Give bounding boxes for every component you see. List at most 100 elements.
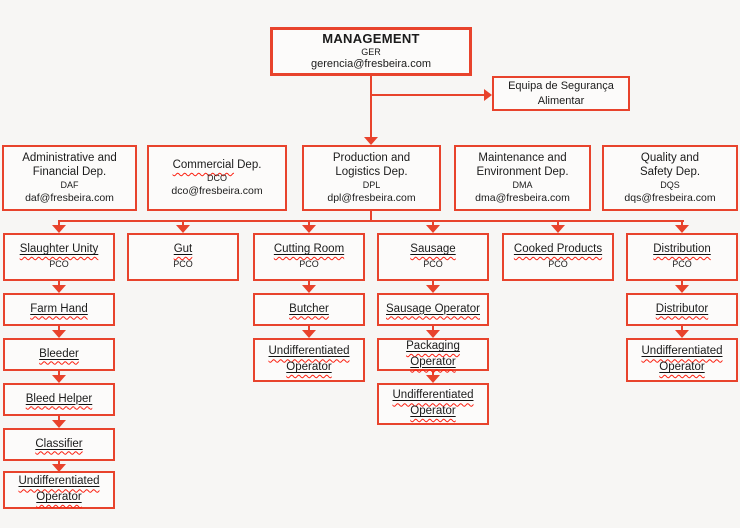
unit-sausage: Sausage PCO xyxy=(377,233,489,281)
arrow-down-icon xyxy=(426,330,440,338)
dept-name: Safety Dep. xyxy=(639,166,701,179)
dept-name: Maintenance and xyxy=(478,152,567,165)
role-label: Undifferentiated Operator xyxy=(268,345,350,373)
connector-drop xyxy=(58,461,60,464)
dept-maintenance-environment: Maintenance and Environment Dep. DMA dma… xyxy=(454,145,591,211)
connector-management-to-safety-team xyxy=(370,94,484,96)
unit-name: Cutting Room xyxy=(273,242,345,255)
role-undifferentiated-operator-slaughter: Undifferentiated Operator xyxy=(3,471,115,509)
arrow-down-icon xyxy=(675,285,689,293)
dept-commercial: Commercial Dep. DCO dco@fresbeira.com xyxy=(147,145,287,211)
connector-units-bus xyxy=(58,220,684,222)
unit-code: PCO xyxy=(173,258,193,269)
arrow-down-icon xyxy=(426,375,440,383)
role-farm-hand: Farm Hand xyxy=(3,293,115,326)
connector-drop xyxy=(58,221,60,226)
role-label: Distributor xyxy=(655,302,709,315)
role-undifferentiated-operator-cutting: Undifferentiated Operator xyxy=(253,338,365,382)
dept-name: Administrative and xyxy=(22,152,117,165)
arrow-down-icon xyxy=(426,285,440,293)
arrow-down-icon xyxy=(675,225,689,233)
safety-team-name-line1: Equipa de Segurança xyxy=(508,80,614,93)
connector-drop xyxy=(432,281,434,285)
dept-code: DAF xyxy=(60,180,79,191)
connector-drop xyxy=(432,371,434,375)
unit-slaughter-unity: Slaughter Unity PCO xyxy=(3,233,115,281)
dept-name: Logistics Dep. xyxy=(335,166,408,179)
role-bleeder: Bleeder xyxy=(3,338,115,371)
connector-drop xyxy=(432,221,434,226)
dept-quality-safety: Quality and Safety Dep. DQS dqs@fresbeir… xyxy=(602,145,738,211)
connector-production-feed xyxy=(370,211,372,221)
dept-name: Production and xyxy=(332,152,411,165)
role-label: Farm Hand xyxy=(30,302,88,315)
safety-team-box: Equipa de Segurança Alimentar xyxy=(492,76,630,111)
arrow-down-icon xyxy=(176,225,190,233)
arrow-down-icon xyxy=(364,137,378,145)
arrow-down-icon xyxy=(302,330,316,338)
arrow-down-icon xyxy=(551,225,565,233)
unit-code: PCO xyxy=(548,258,568,269)
unit-code: PCO xyxy=(672,258,692,269)
dept-email: daf@fresbeira.com xyxy=(25,192,114,205)
connector-drop xyxy=(58,326,60,330)
dept-production-logistics: Production and Logistics Dep. DPL dpl@fr… xyxy=(302,145,441,211)
arrow-down-icon xyxy=(52,285,66,293)
connector-drop xyxy=(58,371,60,375)
unit-name: Distribution xyxy=(653,242,711,255)
dept-administrative-financial: Administrative and Financial Dep. DAF da… xyxy=(2,145,137,211)
role-distributor: Distributor xyxy=(626,293,738,326)
role-label: Undifferentiated Operator xyxy=(641,345,723,373)
unit-code: PCO xyxy=(423,258,443,269)
management-email: gerencia@fresbeira.com xyxy=(311,58,431,71)
connector-drop xyxy=(557,221,559,226)
arrow-down-icon xyxy=(302,285,316,293)
dept-email: dqs@fresbeira.com xyxy=(624,192,716,205)
role-butcher: Butcher xyxy=(253,293,365,326)
connector-drop xyxy=(308,221,310,226)
connector-drop xyxy=(681,221,683,226)
arrow-down-icon xyxy=(52,225,66,233)
unit-name: Sausage xyxy=(410,242,456,255)
arrow-down-icon xyxy=(52,375,66,383)
arrow-down-icon xyxy=(426,225,440,233)
dept-email: dma@fresbeira.com xyxy=(475,192,570,205)
unit-cooked-products: Cooked Products PCO xyxy=(502,233,614,281)
arrow-down-icon xyxy=(52,420,66,428)
connector-drop xyxy=(58,281,60,285)
unit-code: PCO xyxy=(299,258,319,269)
connector-drop xyxy=(182,221,184,226)
management-code: GER xyxy=(361,46,381,57)
management-title: MANAGEMENT xyxy=(322,30,420,46)
role-label: Packaging Operator xyxy=(406,339,460,368)
connector-drop xyxy=(432,326,434,330)
dept-email: dpl@fresbeira.com xyxy=(327,192,416,205)
connector-drop xyxy=(681,326,683,330)
role-label: Bleeder xyxy=(39,347,79,360)
role-classifier: Classifier xyxy=(3,428,115,461)
connector-drop xyxy=(681,281,683,285)
role-packaging-operator: Packaging Operator xyxy=(377,338,489,371)
unit-name: Cooked Products xyxy=(513,242,603,255)
role-label: Classifier xyxy=(35,437,83,450)
dept-name: Financial Dep. xyxy=(32,166,107,179)
connector-management-down xyxy=(370,76,372,137)
role-sausage-operator: Sausage Operator xyxy=(377,293,489,326)
connector-drop xyxy=(58,416,60,420)
role-label: Sausage Operator xyxy=(386,302,480,315)
dept-code: DMA xyxy=(512,180,533,191)
arrow-down-icon xyxy=(302,225,316,233)
safety-team-name-line2: Alimentar xyxy=(537,94,585,107)
dept-code: DPL xyxy=(362,180,381,191)
unit-distribution: Distribution PCO xyxy=(626,233,738,281)
dept-name: Quality and xyxy=(640,152,700,165)
unit-cutting-room: Cutting Room PCO xyxy=(253,233,365,281)
unit-gut: Gut PCO xyxy=(127,233,239,281)
dept-name: Environment Dep. xyxy=(476,166,569,179)
arrow-down-icon xyxy=(52,330,66,338)
dept-email: dco@fresbeira.com xyxy=(171,185,263,198)
dept-name: Commercial Dep. xyxy=(172,159,262,172)
role-bleed-helper: Bleed Helper xyxy=(3,383,115,416)
role-label: Undifferentiated Operator xyxy=(18,475,100,503)
